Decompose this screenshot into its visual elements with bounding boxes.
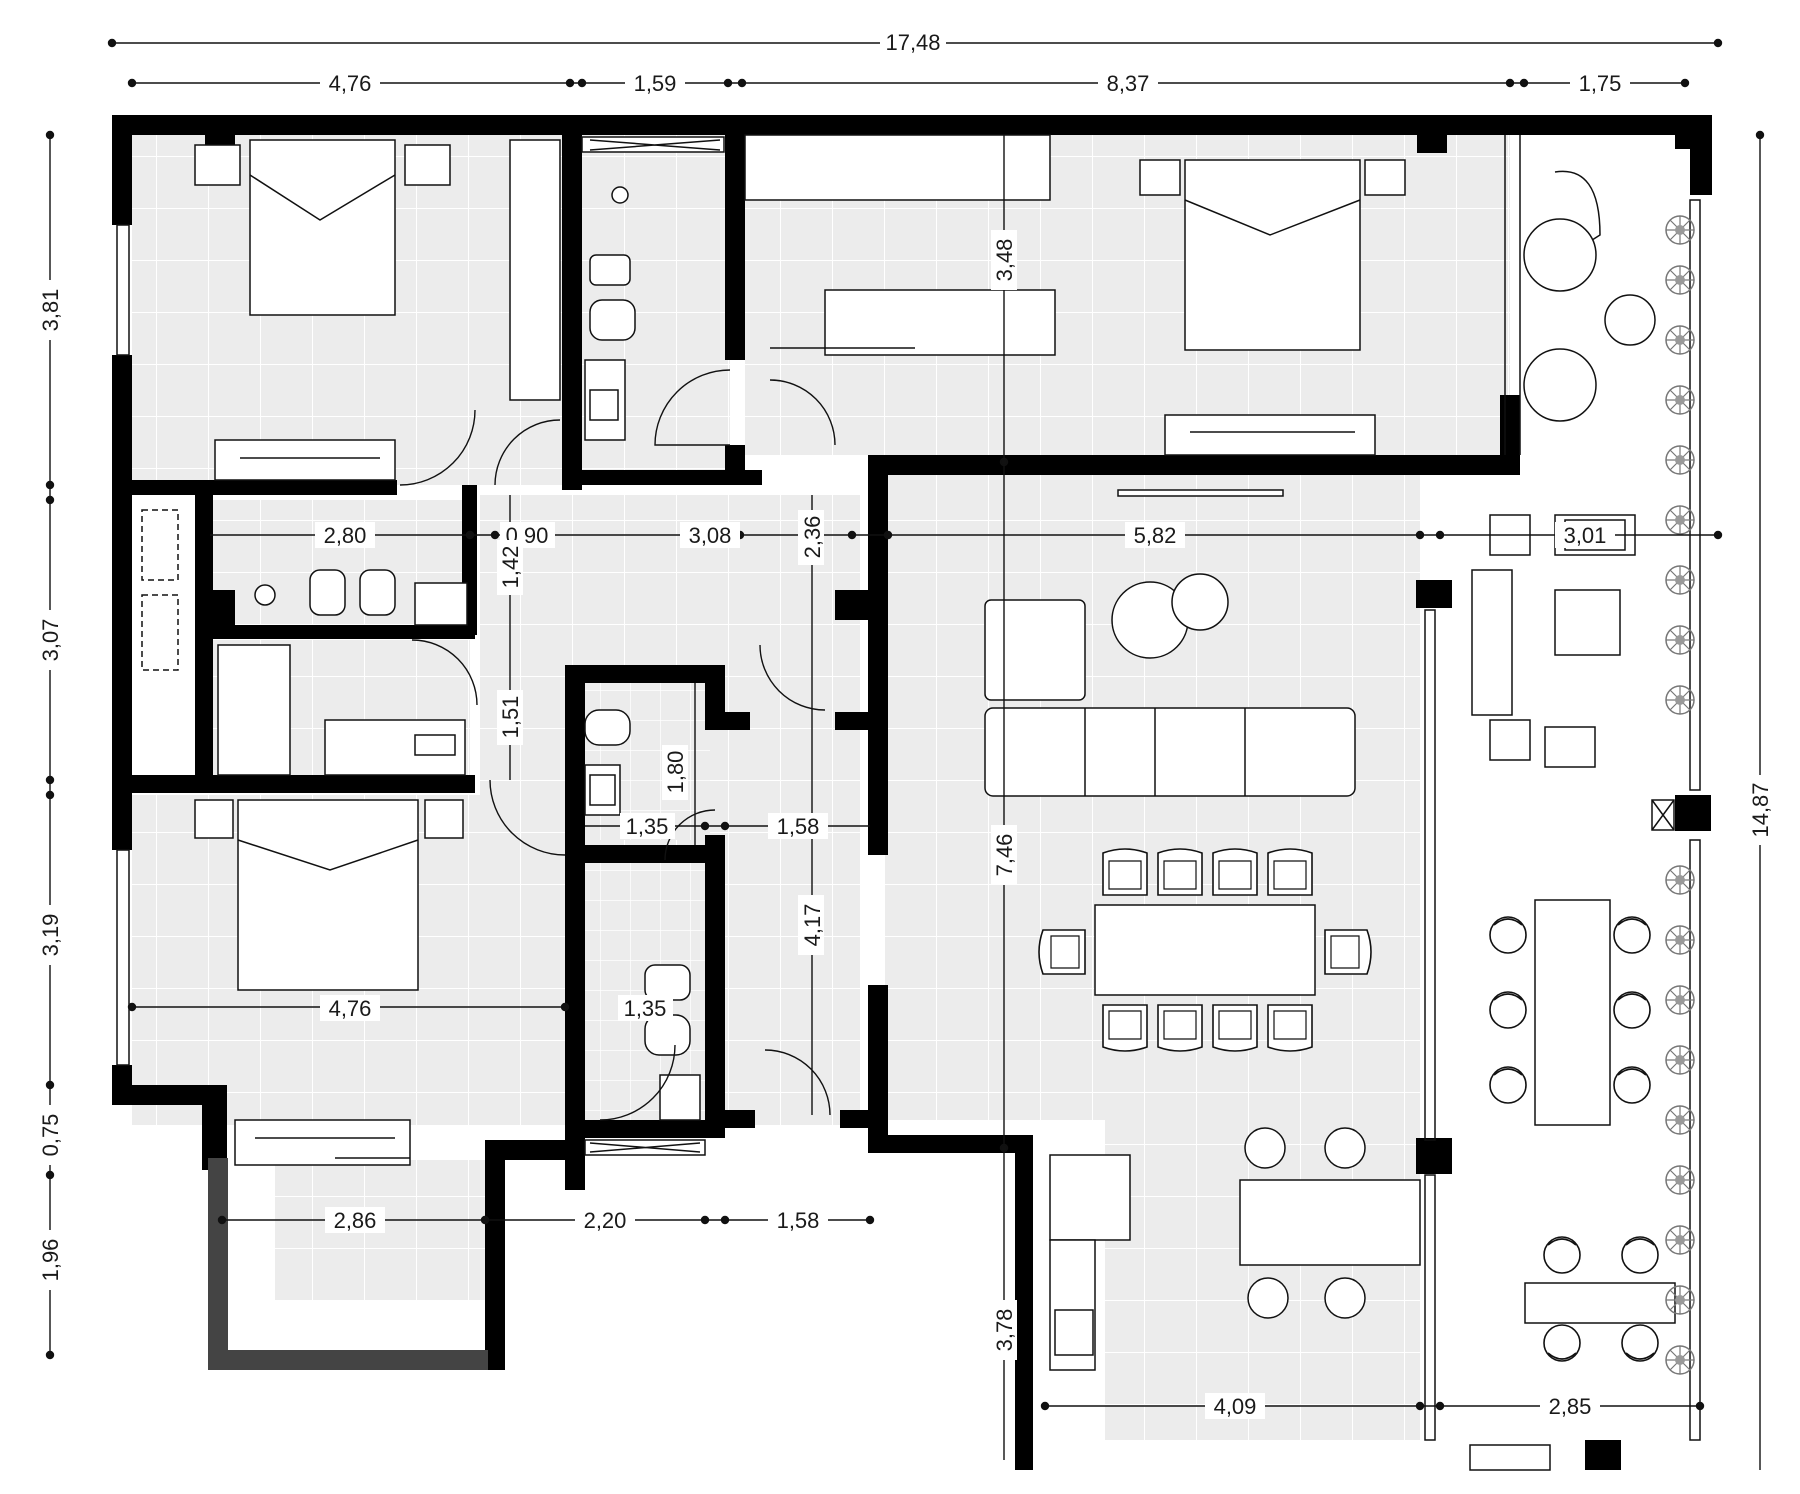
dim-top-1: 4,76	[329, 71, 372, 96]
dimension-lines	[45, 38, 1765, 1470]
dim-top-2: 1,59	[634, 71, 677, 96]
balcony-rail	[208, 1158, 228, 1370]
dim-terrace-b: 2,85	[1549, 1394, 1592, 1419]
dim-overall-width: 17,48	[885, 30, 940, 55]
dim-top-3: 8,37	[1107, 71, 1150, 96]
furniture	[141, 134, 1676, 1471]
dim-top-4: 1,75	[1579, 71, 1622, 96]
dim-bath-width-2: 1,35	[624, 996, 667, 1021]
dim-balcony-c: 1,58	[777, 1208, 820, 1233]
dim-bed3-width: 4,76	[329, 996, 372, 1021]
dim-bed1-width: 2,80	[324, 523, 367, 548]
dim-overall-height: 14,87	[1748, 782, 1773, 837]
balcony-rail-bottom	[208, 1350, 488, 1370]
dim-hall-d: 1,42	[498, 546, 523, 589]
dim-left-2: 3,07	[38, 619, 63, 662]
windows	[116, 135, 1701, 1441]
dim-kitchen-height: 3,78	[992, 1309, 1017, 1352]
dim-bath-height: 1,80	[663, 751, 688, 794]
dim-hall-b: 3,08	[689, 523, 732, 548]
dim-living-height: 7,46	[992, 834, 1017, 877]
dim-balcony-width: 2,86	[334, 1208, 377, 1233]
door-swings	[399, 369, 836, 1121]
dimension-labels: 17,48 4,76 1,59 8,37 1,75 3,81 3,07 3,19…	[37, 28, 1773, 1419]
dim-left-4: 0,75	[38, 1114, 63, 1157]
dim-hall-f: 1,58	[777, 814, 820, 839]
dim-balcony-b: 2,20	[584, 1208, 627, 1233]
dim-living-width: 5,82	[1134, 523, 1177, 548]
dim-terrace-width: 3,01	[1564, 523, 1607, 548]
dim-left-5: 1,96	[38, 1239, 63, 1282]
dim-left-1: 3,81	[38, 289, 63, 332]
dim-hall-e: 1,51	[498, 696, 523, 739]
dim-kitchen-width: 4,09	[1214, 1394, 1257, 1419]
dim-left-3: 3,19	[38, 914, 63, 957]
walls	[112, 115, 1712, 1470]
dim-hall-g: 4,17	[800, 904, 825, 947]
dim-hall-c: 2,36	[800, 516, 825, 559]
dim-master-height: 3,48	[992, 239, 1017, 282]
dim-bath-width-1: 1,35	[626, 814, 669, 839]
